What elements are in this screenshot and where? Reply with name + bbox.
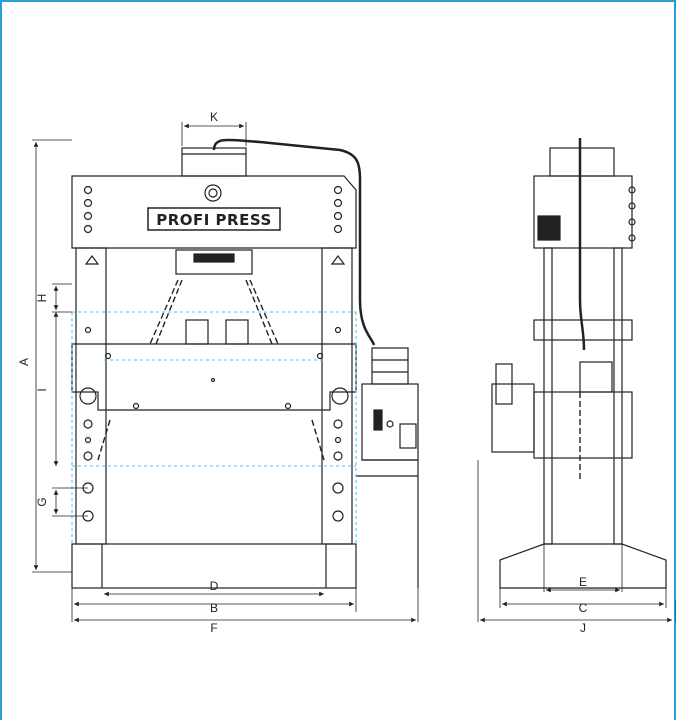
power-unit-tank [361, 383, 419, 461]
work-area-lines [71, 311, 357, 544]
dim-label-d: D [210, 579, 219, 593]
dim-label-a: A [17, 358, 31, 366]
cylinder-top [181, 147, 247, 177]
brand-plate-text: PROFI PRESS [156, 211, 272, 229]
side-head [533, 175, 633, 249]
head-holes [83, 185, 343, 234]
dim-label-c: C [579, 601, 588, 615]
brand-plate [147, 207, 281, 231]
side-dimension-lines [477, 460, 676, 623]
press-head [71, 175, 357, 249]
side-table [533, 391, 633, 459]
press-table [71, 343, 357, 411]
dim-label-k: K [210, 110, 218, 124]
chains [97, 279, 325, 461]
dim-label-i: I [35, 388, 49, 391]
side-cylinder [549, 147, 615, 177]
dim-label-f: F [210, 621, 217, 635]
hydraulic-hose [212, 138, 376, 346]
front-dimension-lines [32, 122, 419, 623]
dim-label-g: G [35, 497, 49, 506]
ram [175, 249, 253, 275]
dim-label-h: H [35, 294, 49, 303]
press-base [71, 543, 357, 589]
column-holes [82, 326, 344, 522]
dim-label-b: B [210, 601, 218, 615]
front-view [71, 138, 419, 589]
side-power-unit [491, 383, 535, 453]
power-unit-motor [371, 347, 409, 385]
side-view [491, 138, 667, 589]
dim-label-e: E [579, 575, 587, 589]
dim-label-j: J [580, 621, 586, 635]
